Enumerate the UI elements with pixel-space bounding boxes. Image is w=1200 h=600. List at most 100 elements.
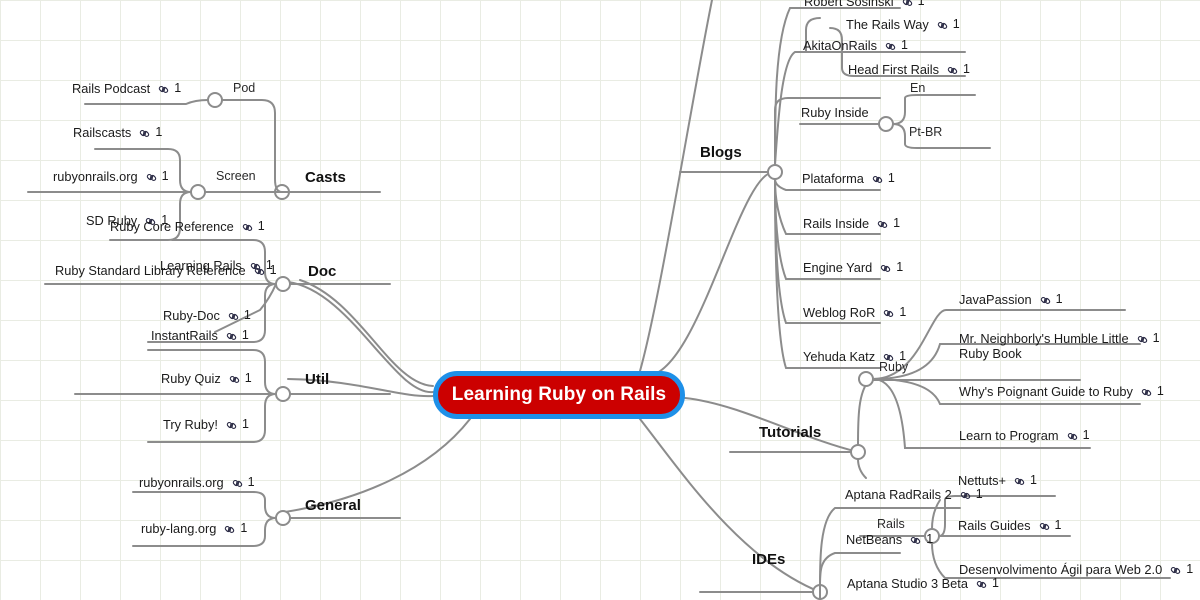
leaf-link-group-nettuts[interactable]: 1 xyxy=(1013,473,1037,488)
leaf-link-group-rails-inside[interactable]: 1 xyxy=(876,216,900,231)
link-icon[interactable] xyxy=(241,221,254,234)
leaf-link-group-learn-to-program[interactable]: 1 xyxy=(1066,428,1090,443)
leaf-mr-neighborly[interactable]: Mr. Neighborly's Humble Little Ruby Book… xyxy=(959,331,1160,361)
branch-label-tutorials[interactable]: Tutorials xyxy=(759,424,822,441)
leaf-link-group-ruby-doc[interactable]: 1 xyxy=(227,308,251,323)
link-icon[interactable] xyxy=(231,477,244,490)
link-icon[interactable] xyxy=(1013,475,1026,488)
link-icon[interactable] xyxy=(225,330,238,343)
link-icon[interactable] xyxy=(228,373,241,386)
leaf-link-group-plataforma[interactable]: 1 xyxy=(871,171,895,186)
branch-label-ides[interactable]: IDEs xyxy=(752,551,786,568)
leaf-link-group-mr-neighborly[interactable]: 1 xyxy=(1136,331,1160,346)
leaf-link-group-weblog-ror[interactable]: 1 xyxy=(882,305,906,320)
leaf-link-group-aptana-radrails-2[interactable]: 1 xyxy=(959,487,983,502)
leaf-link-group-akitaonrails[interactable]: 1 xyxy=(884,38,908,53)
branch-label-doc[interactable]: Doc xyxy=(308,263,337,280)
leaf-link-group-aptana-studio-3-beta[interactable]: 1 xyxy=(975,576,999,591)
sub-label-rails[interactable]: Rails xyxy=(877,517,905,531)
link-icon[interactable] xyxy=(1140,386,1153,399)
sub-label-pt-br[interactable]: Pt-BR xyxy=(909,125,943,139)
branch-label-general[interactable]: General xyxy=(305,497,361,514)
branch-label-blogs[interactable]: Blogs xyxy=(700,144,742,161)
leaf-link-group-engine-yard[interactable]: 1 xyxy=(879,260,903,275)
link-icon[interactable] xyxy=(1039,294,1052,307)
leaf-link-group-ruby-core-reference[interactable]: 1 xyxy=(241,219,265,234)
link-icon[interactable] xyxy=(1169,564,1182,577)
sub-label-screen[interactable]: Screen xyxy=(216,169,256,183)
leaf-link-group-learning-rails[interactable]: 1 xyxy=(249,258,273,273)
link-icon[interactable] xyxy=(946,64,959,77)
link-icon[interactable] xyxy=(884,40,897,53)
leaf-link-group-railscasts[interactable]: 1 xyxy=(138,125,162,140)
link-icon[interactable] xyxy=(1066,430,1079,443)
link-icon[interactable] xyxy=(144,215,157,228)
leaf-link-group-sd-ruby[interactable]: 1 xyxy=(144,213,168,228)
leaf-link-group-the-rails-way[interactable]: 1 xyxy=(936,17,960,32)
leaf-ruby-inside[interactable]: Ruby Inside xyxy=(801,105,869,120)
branch-label-casts[interactable]: Casts xyxy=(305,169,346,186)
link-icon[interactable] xyxy=(882,351,895,364)
leaf-link-group-rubyonrails-org-1[interactable]: 1 xyxy=(145,169,169,184)
leaf-link-group-head-first-rails[interactable]: 1 xyxy=(946,62,970,77)
link-icon[interactable] xyxy=(227,310,240,323)
link-icon[interactable] xyxy=(157,83,170,96)
link-icon[interactable] xyxy=(909,534,922,547)
link-icon[interactable] xyxy=(145,171,158,184)
leaf-link-group-rails-podcast[interactable]: 1 xyxy=(157,81,181,96)
link-icon[interactable] xyxy=(959,489,972,502)
link-icon[interactable] xyxy=(249,260,262,273)
leaf-nettuts[interactable]: Nettuts+1 xyxy=(958,473,1037,488)
link-icon[interactable] xyxy=(936,19,949,32)
link-icon[interactable] xyxy=(223,523,236,536)
link-icon[interactable] xyxy=(1038,520,1051,533)
leaf-link-group-instantrails[interactable]: 1 xyxy=(225,328,249,343)
leaf-link-group-javapassion[interactable]: 1 xyxy=(1039,292,1063,307)
link-icon[interactable] xyxy=(871,173,884,186)
leaf-link-group-rails-guides[interactable]: 1 xyxy=(1038,518,1062,533)
sub-label-ruby[interactable]: Ruby xyxy=(879,360,909,374)
link-icon[interactable] xyxy=(138,127,151,140)
leaf-link-group-robert-sosinski[interactable]: 1 xyxy=(901,0,925,9)
leaf-link-group-ruby-quiz[interactable]: 1 xyxy=(228,371,252,386)
root-node[interactable]: Learning Ruby on Rails xyxy=(433,371,685,419)
leaf-link-group-whys-poignant-guide[interactable]: 1 xyxy=(1140,384,1164,399)
link-icon[interactable] xyxy=(876,218,889,231)
sub-label-en[interactable]: En xyxy=(910,81,926,95)
link-icon[interactable] xyxy=(225,419,238,432)
leaf-try-ruby[interactable]: Try Ruby!1 xyxy=(163,417,249,432)
link-icon[interactable] xyxy=(1136,333,1149,346)
leaf-link-group-try-ruby[interactable]: 1 xyxy=(225,417,249,432)
leaf-link-group-netbeans[interactable]: 1 xyxy=(909,532,933,547)
leaf-link-group-yehuda-katz[interactable]: 1 xyxy=(882,349,906,364)
leaf-link-group-ruby-lang-org[interactable]: 1 xyxy=(223,521,247,536)
branch-label-util[interactable]: Util xyxy=(305,371,330,388)
link-icon[interactable] xyxy=(882,307,895,320)
